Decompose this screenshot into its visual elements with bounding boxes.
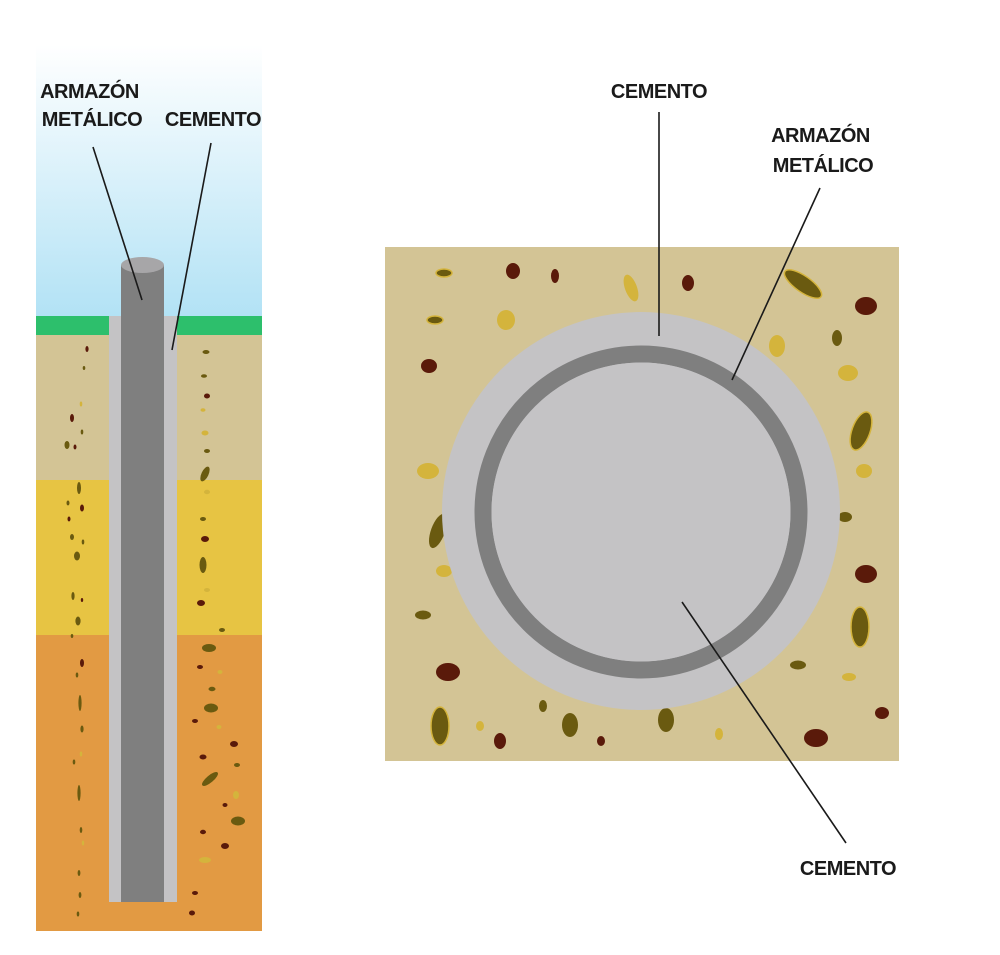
metal-frame-ring xyxy=(474,345,808,679)
label-bottom-cement: CEMENTO xyxy=(800,858,896,880)
label-side-frame-line1: ARMAZÓN xyxy=(40,79,139,103)
leader-top-frame xyxy=(731,187,821,381)
leader-side-cement xyxy=(171,142,212,351)
metal-post-top xyxy=(121,257,164,273)
metal-post xyxy=(121,265,164,902)
label-side-frame: ARMAZÓN METÁLICO xyxy=(40,79,144,131)
cement-core xyxy=(491,362,791,662)
label-top-frame: ARMAZÓN METÁLICO xyxy=(771,123,875,177)
label-top-frame-line2: METÁLICO xyxy=(773,154,873,177)
label-side-cement: CEMENTO xyxy=(165,109,261,131)
top-rocks xyxy=(415,263,889,749)
label-top-frame-line1: ARMAZÓN xyxy=(771,123,870,147)
side-rocks xyxy=(64,346,245,917)
side-view: ARMAZÓN METÁLICO CEMENTO xyxy=(36,45,262,931)
label-side-frame-line2: METÁLICO xyxy=(42,108,142,131)
label-top-cement: CEMENTO xyxy=(611,81,707,103)
leader-side-frame xyxy=(92,146,143,301)
top-view: CEMENTO ARMAZÓN METÁLICO CEMENTO xyxy=(385,81,899,880)
leader-bottom-cement xyxy=(681,601,847,844)
